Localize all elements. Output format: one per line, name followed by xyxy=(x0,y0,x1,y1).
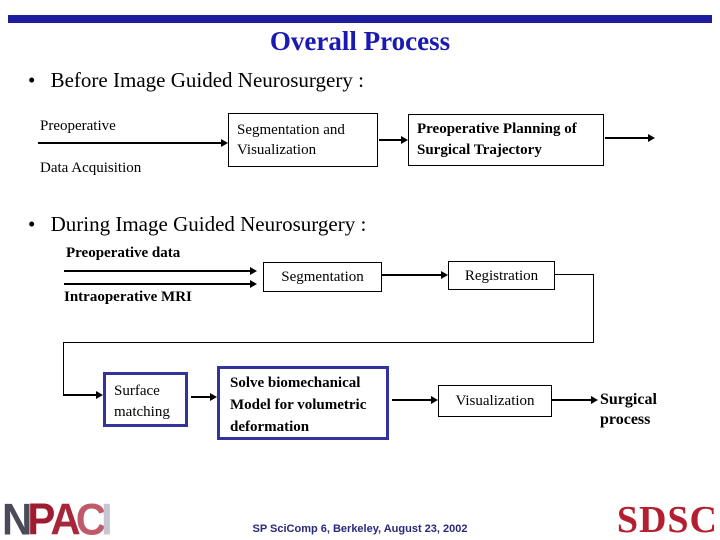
box-line: Visualization xyxy=(455,393,535,409)
arrowhead-icon xyxy=(591,396,598,404)
box-line: matching xyxy=(114,404,170,420)
bullet-during: • During Image Guided Neurosurgery : xyxy=(28,212,366,237)
box-line: Visualization xyxy=(237,142,317,158)
bullet-before: • Before Image Guided Neurosurgery : xyxy=(28,68,364,93)
npaci-letter: I xyxy=(101,494,112,540)
data-acquisition-label: Data Acquisition xyxy=(40,160,142,176)
feedback-line-down-right xyxy=(593,274,594,342)
feedback-line-right xyxy=(554,274,594,275)
biomechanical-model-box: Solve biomechanical Model for volumetric… xyxy=(217,366,389,440)
segmentation-visualization-box: Segmentation and Visualization xyxy=(228,113,378,167)
box-line: Model for volumetric xyxy=(230,397,367,413)
surface-matching-box: Surface matching xyxy=(103,372,188,427)
flow-line-intraop-mri xyxy=(64,283,250,285)
flow-line-surface-to-biomech xyxy=(191,396,211,398)
arrowhead-icon xyxy=(250,280,257,288)
flow-line-seg-to-planning xyxy=(379,139,402,141)
arrowhead-icon xyxy=(401,136,408,144)
top-rule-bar xyxy=(8,15,712,23)
flow-line-acquisition-to-segmentation xyxy=(38,142,221,144)
box-line: Surface xyxy=(114,383,160,399)
preoperative-planning-box: Preoperative Planning of Surgical Trajec… xyxy=(408,114,604,166)
feedback-line-into-surface xyxy=(63,394,97,396)
arrowhead-icon xyxy=(96,391,103,399)
box-line: deformation xyxy=(230,419,310,435)
box-line: Solve biomechanical xyxy=(230,375,361,391)
arrowhead-icon xyxy=(648,134,655,142)
preoperative-data-label: Preoperative data xyxy=(66,245,181,261)
slide-title: Overall Process xyxy=(269,26,451,56)
arrowhead-icon xyxy=(441,271,448,279)
feedback-line-across xyxy=(63,342,594,343)
box-line: Surgical Trajectory xyxy=(417,142,542,158)
surgical-process-label: Surgical process xyxy=(600,390,657,430)
npaci-logo: NPACI xyxy=(2,494,112,540)
arrowhead-icon xyxy=(221,139,228,147)
sdsc-logo: SDSC xyxy=(616,499,718,540)
flow-line-preop-data xyxy=(64,270,250,272)
arrowhead-icon xyxy=(210,393,217,401)
label-line: process xyxy=(600,411,651,428)
intraoperative-mri-label: Intraoperative MRI xyxy=(64,289,192,305)
bullet-before-label: Before Image Guided Neurosurgery : xyxy=(50,68,364,92)
registration-box: Registration xyxy=(448,261,555,290)
conference-footer: SP SciComp 6, Berkeley, August 23, 2002 xyxy=(252,523,468,535)
flow-line-planning-out xyxy=(605,137,648,139)
box-line: Segmentation xyxy=(281,269,364,285)
label-line: Surgical xyxy=(600,391,657,408)
visualization-box: Visualization xyxy=(438,385,552,417)
bullet-icon: • xyxy=(28,68,36,92)
flow-line-seg-to-registration xyxy=(381,274,441,276)
arrowhead-icon xyxy=(250,267,257,275)
box-line: Segmentation and xyxy=(237,122,345,138)
bullet-icon: • xyxy=(28,212,36,236)
box-line: Registration xyxy=(464,267,539,284)
segmentation-box: Segmentation xyxy=(263,262,382,292)
arrowhead-icon xyxy=(431,396,438,404)
bullet-during-label: During Image Guided Neurosurgery : xyxy=(50,212,367,236)
feedback-line-down-left xyxy=(63,342,64,395)
box-line: Preoperative Planning of xyxy=(417,121,577,137)
preoperative-label: Preoperative xyxy=(40,118,116,134)
flow-line-biomech-to-visualization xyxy=(392,399,432,401)
flow-line-visualization-out xyxy=(551,399,591,401)
